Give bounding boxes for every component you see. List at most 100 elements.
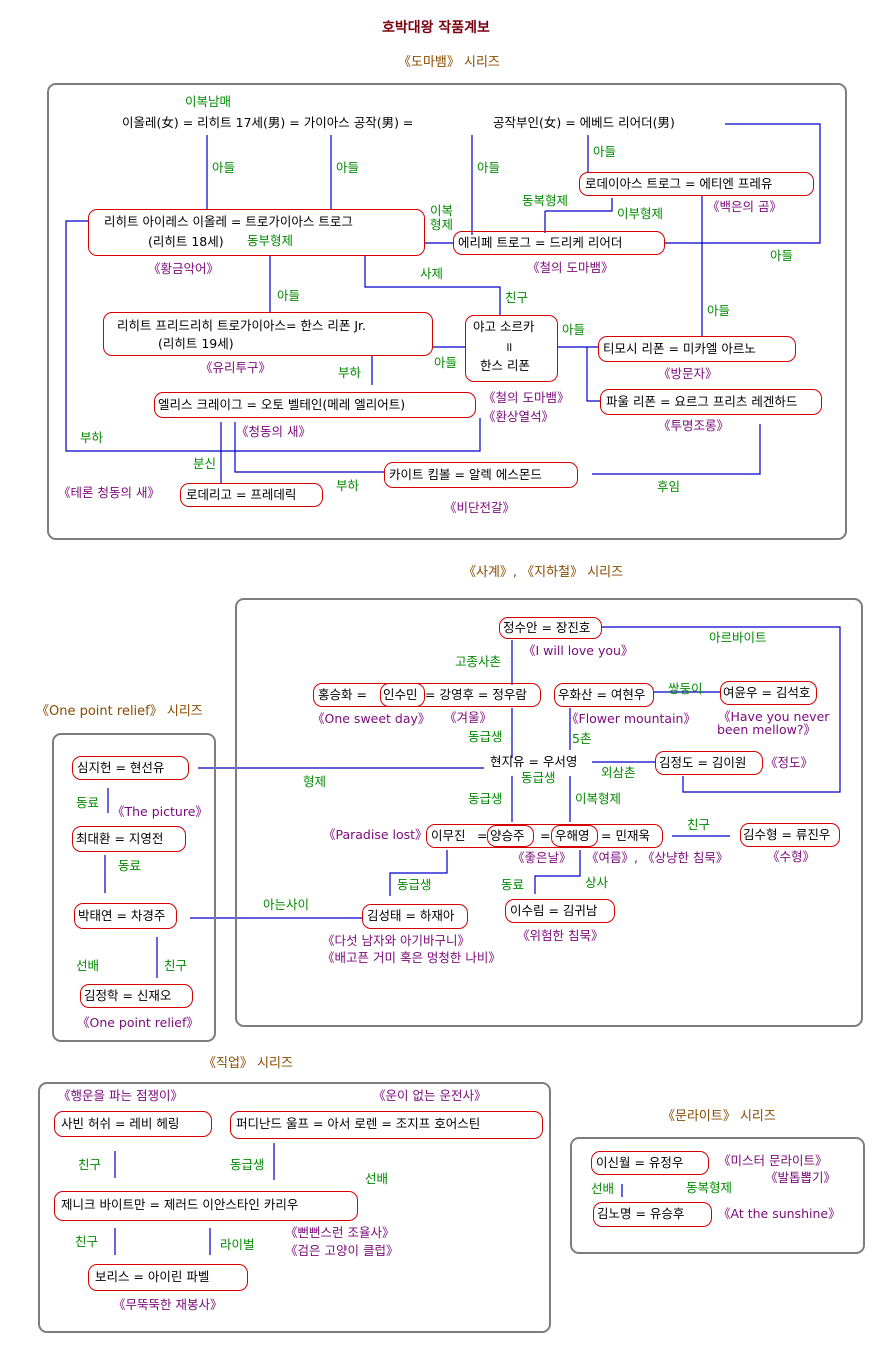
node-rodrigo: 로데리고 = 프레데릭 bbox=[186, 487, 297, 502]
rel-dongbu: 동부형제 bbox=[247, 233, 294, 248]
node-sabin: 사빈 허쉬 = 레비 헤링 bbox=[61, 1116, 180, 1131]
rel-son-1: 아들 bbox=[212, 160, 236, 175]
rel-donggeup-4: 동급생 bbox=[397, 877, 432, 892]
node-hong-a: 홍승화 = bbox=[318, 687, 367, 702]
rel-son-8: 아들 bbox=[562, 322, 586, 337]
work-hwansang: 《환상열석》 bbox=[483, 409, 555, 424]
rel-huim: 후임 bbox=[657, 479, 681, 494]
rel-ssangdung: 쌍둥이 bbox=[668, 681, 703, 696]
rel-ibok: 이복 bbox=[430, 203, 454, 218]
rel-5chon: 5촌 bbox=[572, 731, 592, 746]
node-ferdinand: 퍼디난드 울프 = 아서 로렌 = 조지프 호어스틴 bbox=[236, 1116, 481, 1131]
page-title: 호박대왕 작품계보 bbox=[382, 20, 490, 36]
panel-jobs bbox=[38, 1082, 551, 1333]
rel-dongbok-m: 동복형제 bbox=[686, 1180, 733, 1195]
work-haengun: 《행운을 파는 점쟁이》 bbox=[58, 1088, 183, 1103]
rel-chingu: 친구 bbox=[505, 290, 529, 305]
work-cheol-2: 《철의 도마뱀》 bbox=[483, 390, 570, 405]
node-lee-a: 이무진 bbox=[431, 828, 466, 843]
work-flower: 《Flower mountain》 bbox=[566, 711, 696, 726]
node-box-ellis bbox=[154, 392, 476, 418]
work-daseot: 《다섯 남자와 아기바구니》 bbox=[322, 933, 470, 948]
line-left-buha bbox=[65, 220, 481, 452]
work-bangmunja: 《방문자》 bbox=[658, 366, 718, 381]
line-kite-paul bbox=[592, 424, 761, 475]
node-licht19-a: 리히트 프리드리히 트로가이아스= 한스 리폰 Jr. bbox=[117, 318, 366, 333]
line-donggeup4 bbox=[389, 850, 448, 896]
work-cheongdong: 《청동의 새》 bbox=[236, 424, 311, 439]
panel-onepoint bbox=[52, 733, 216, 1042]
node-lee-eq1: = bbox=[477, 828, 488, 843]
series-title-jobs: 《직업》 시리즈 bbox=[203, 1056, 293, 1071]
node-box-lee bbox=[426, 824, 663, 848]
rel-hyungje: 형제 bbox=[430, 217, 454, 232]
rel-bunsin: 분신 bbox=[193, 456, 217, 471]
node-box-timothy bbox=[598, 336, 796, 362]
rel-rival: 라이벌 bbox=[220, 1237, 255, 1252]
node-park: 박태연 = 차경주 bbox=[78, 908, 166, 923]
work-ppen: 《뻔뻔스런 조율사》 bbox=[285, 1225, 395, 1240]
node-box-yago bbox=[465, 315, 558, 382]
work-havenever-1: 《Have you never bbox=[718, 709, 830, 724]
series-title-sage: 《사계》, 《지하철》 시리즈 bbox=[463, 565, 624, 580]
work-iwill: 《I will love you》 bbox=[523, 643, 634, 658]
node-elipe: 에리페 트로그 = 드리케 리어더 bbox=[458, 235, 623, 250]
rel-chingu-j2: 친구 bbox=[75, 1234, 99, 1249]
rel-son-4: 아들 bbox=[593, 144, 617, 159]
node-lee-b: 양승주 bbox=[490, 828, 525, 843]
rel-buha-2: 부하 bbox=[80, 430, 104, 445]
node-lee-d: = 민재욱 bbox=[601, 828, 650, 843]
node-box-kimjd bbox=[655, 751, 763, 775]
node-licht18-b: (리히트 18세) bbox=[148, 234, 224, 249]
rel-ibok: 이복형제 bbox=[575, 791, 622, 806]
node-yeoyun: 여윤우 = 김석호 bbox=[723, 685, 811, 700]
node-box-kimsh bbox=[740, 823, 840, 847]
work-bidan: 《비단전갈》 bbox=[444, 500, 516, 515]
work-geomeun: 《검은 고양이 클럽》 bbox=[285, 1243, 399, 1258]
node-duchess: 공작부인(女) = 에베드 리어더(男) bbox=[493, 115, 675, 130]
node-box-paul bbox=[600, 389, 822, 415]
rel-seonbae-m: 선배 bbox=[591, 1181, 615, 1196]
node-kimjd: 김정도 = 김이원 bbox=[659, 755, 747, 770]
node-box-woohy bbox=[551, 825, 598, 847]
work-baekeun: 《백은의 곰》 bbox=[707, 199, 782, 214]
rel-donglyo: 동료 bbox=[501, 877, 525, 892]
node-box-yangsj bbox=[487, 825, 534, 847]
node-box-leesr bbox=[505, 899, 615, 923]
series-title-onepoint: 《One point relief》 시리즈 bbox=[36, 704, 203, 719]
rel-donggeup-3: 동급생 bbox=[468, 791, 503, 806]
rel-gojong: 고종사촌 bbox=[455, 654, 502, 669]
rel-son-3: 아들 bbox=[477, 160, 501, 175]
rel-son-7: 아들 bbox=[707, 303, 731, 318]
rel-donggeup-1: 동급생 bbox=[468, 729, 503, 744]
work-paradise: 《Paradise lost》 bbox=[323, 827, 428, 842]
node-kimst: 김성태 = 하재아 bbox=[367, 908, 455, 923]
rel-arbeit: 아르바이트 bbox=[709, 630, 767, 645]
panel-moonlight bbox=[570, 1137, 865, 1254]
node-box-kim-op bbox=[80, 984, 193, 1008]
node-boris: 보리스 = 아이린 파벨 bbox=[95, 1269, 210, 1284]
line-yago-paul bbox=[586, 347, 600, 402]
node-licht18-a: 리히트 아이레스 이올레 = 트로가이아스 트로그 bbox=[104, 214, 353, 229]
rel-donglyo-1: 동료 bbox=[76, 795, 100, 810]
node-box-moon-lee bbox=[591, 1151, 709, 1175]
work-havenever-2: been mellow?》 bbox=[717, 722, 817, 737]
rel-sangsa: 상사 bbox=[585, 875, 609, 890]
node-moon-kim: 김노명 = 유승후 bbox=[597, 1206, 685, 1221]
rel-chingu-j1: 친구 bbox=[78, 1157, 102, 1172]
node-leesr: 이수림 = 김귀남 bbox=[510, 903, 598, 918]
node-choi: 최대환 = 지영전 bbox=[76, 831, 164, 846]
rel-saje: 사제 bbox=[420, 266, 444, 281]
node-box-rodrigo bbox=[180, 483, 323, 507]
work-winter: 《겨울》 bbox=[444, 710, 493, 725]
rel-seonbae: 선배 bbox=[76, 958, 100, 973]
rel-son-2: 아들 bbox=[336, 160, 360, 175]
node-box-kimst bbox=[362, 904, 468, 929]
node-timothy: 티모시 리폰 = 미카엘 아르노 bbox=[603, 341, 756, 356]
node-box-licht19 bbox=[103, 312, 433, 356]
node-box-woohwa bbox=[554, 683, 654, 707]
work-atthe: 《At the sunshine》 bbox=[718, 1206, 841, 1221]
node-hyunji: 현지유 = 우서영 bbox=[490, 754, 578, 769]
work-teron: 《테론 청동의 새》 bbox=[58, 485, 160, 500]
